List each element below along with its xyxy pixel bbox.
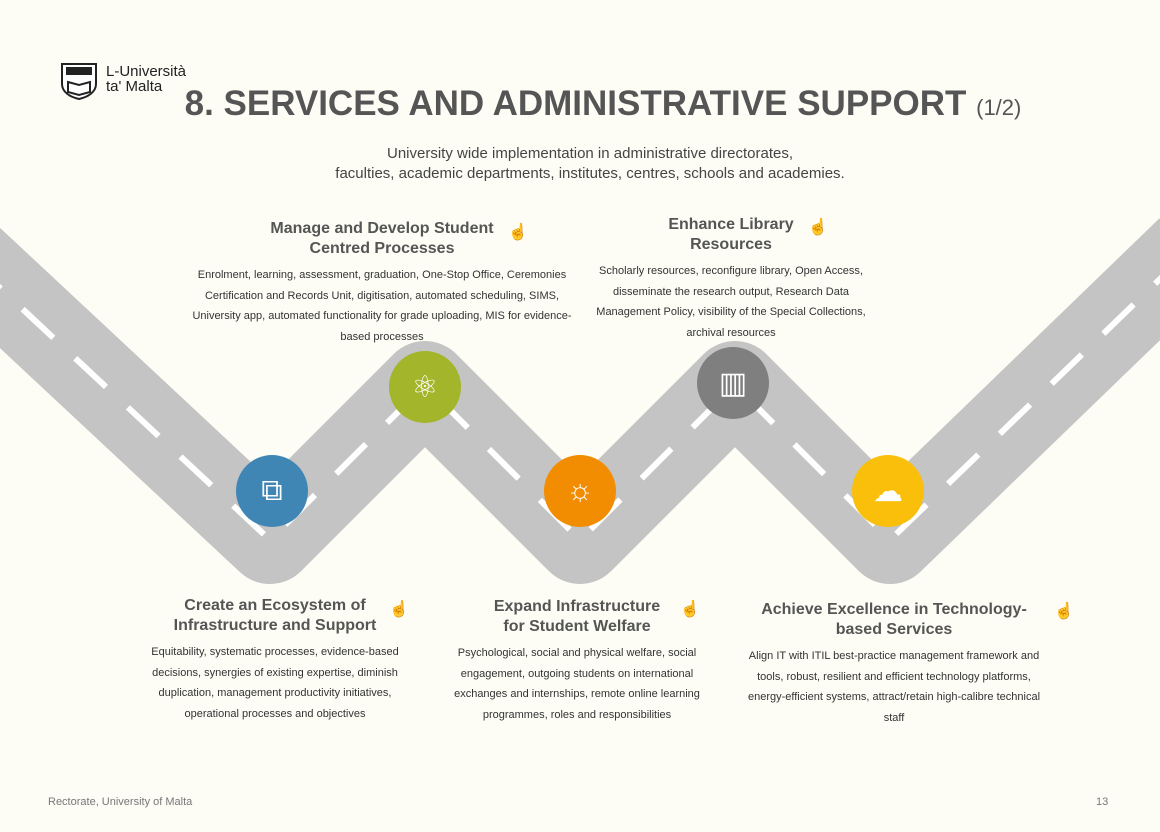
cloud-computer-icon: ☁ [852, 455, 924, 527]
network-icon: ⚛ [389, 351, 461, 423]
item-body: Enrolment, learning, assessment, graduat… [192, 269, 572, 343]
item-title: Create an Ecosystem of [184, 597, 366, 614]
page-number: 13 [1096, 796, 1109, 808]
subtitle-line2: faculties, academic departments, institu… [335, 165, 845, 182]
hand-pointer-icon: ☝ [389, 601, 409, 618]
title-part: (1/2) [976, 95, 1022, 120]
item-title: Enhance Library [668, 216, 794, 233]
item-title: Centred Processes [309, 240, 455, 257]
item-body: Psychological, social and physical welfa… [454, 647, 700, 721]
hand-pointer-icon: ☝ [680, 601, 700, 618]
item-title: Resources [690, 236, 772, 253]
footer-text: Rectorate, University of Malta [48, 796, 193, 808]
item-title: Expand Infrastructure [493, 598, 661, 615]
item-body: Scholarly resources, reconfigure library… [596, 265, 866, 339]
item-title: Achieve Excellence in Technology- [761, 601, 1027, 618]
person-idea-icon: ☼ [544, 455, 616, 527]
item-title: Infrastructure and Support [173, 617, 377, 634]
logo-line1: L-Università [106, 63, 187, 80]
subtitle-line1: University wide implementation in admini… [387, 145, 793, 162]
item-body: Equitability, systematic processes, evid… [151, 646, 399, 720]
title-text: 8. SERVICES AND ADMINISTRATIVE SUPPORT [184, 84, 967, 123]
subtitle: University wide implementation in admini… [0, 144, 1160, 184]
item-body: Align IT with ITIL best-practice managem… [747, 650, 1041, 724]
item-title: for Student Welfare [503, 618, 651, 635]
puzzle-icon: ⧉ [236, 455, 308, 527]
hand-pointer-icon: ☝ [508, 224, 528, 241]
hand-pointer-icon: ☝ [1054, 603, 1074, 620]
crest-icon [61, 63, 97, 100]
hand-pointer-icon: ☝ [808, 219, 828, 236]
page-title: 8. SERVICES AND ADMINISTRATIVE SUPPORT (… [0, 84, 1160, 124]
item-title: Manage and Develop Student [270, 220, 494, 237]
books-icon: ▥ [697, 347, 769, 419]
item-ecosystem: Create an Ecosystem of Infrastructure and… [146, 596, 404, 724]
item-student-welfare: Expand Infrastructure for Student Welfare… [446, 597, 708, 725]
logo-line2: ta' Malta [106, 78, 163, 95]
item-title: based Services [835, 621, 953, 638]
item-technology: Achieve Excellence in Technology-based S… [744, 600, 1044, 728]
